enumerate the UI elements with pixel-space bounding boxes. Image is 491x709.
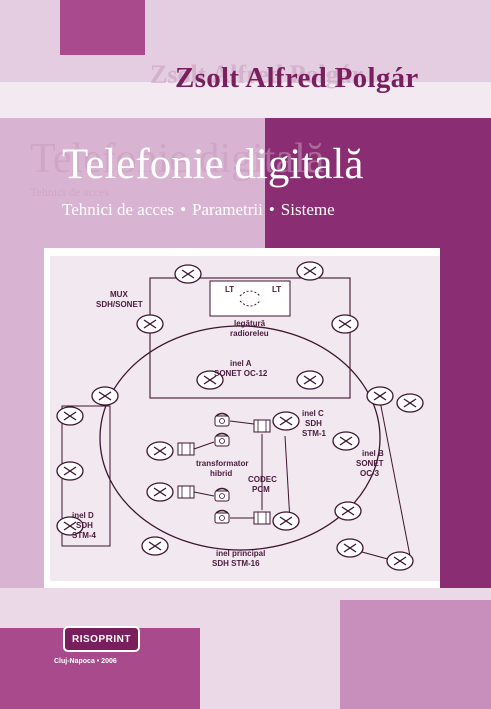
router-icon — [174, 264, 202, 284]
router-icon — [332, 431, 360, 451]
telephone-icon — [214, 487, 230, 502]
ring-c-label: inel C — [302, 409, 324, 418]
router-icon — [296, 261, 324, 281]
ring-a — [149, 277, 351, 399]
ring-c-label: SDH — [305, 419, 322, 428]
router-icon — [366, 386, 394, 406]
telephone-icon — [214, 412, 230, 427]
book-title: Telefonie digitală — [62, 141, 364, 188]
codec-label: CODEC — [248, 475, 277, 484]
subtitle-part: Sisteme — [280, 200, 335, 219]
book-author: Zsolt Alfred Polgár — [175, 62, 419, 94]
hybrid-label: transformator — [196, 459, 248, 468]
radio-link-label: legătură — [234, 319, 266, 328]
subtitle-part: Parametrii — [192, 200, 263, 219]
ring-b-label: SONET — [356, 459, 384, 468]
ring-d-label: SDH — [76, 521, 93, 530]
subtitle-separator: • — [268, 200, 275, 219]
hybrid-label: hibrid — [210, 469, 232, 478]
router-icon — [56, 461, 84, 481]
router-icon — [91, 386, 119, 406]
router-icon — [331, 314, 359, 334]
publisher-name: RISOPRINT — [72, 633, 131, 645]
subtitle-separator: • — [180, 200, 187, 219]
author-shadow: Zsolt Alfred Polgár — [150, 60, 364, 89]
background-block — [440, 248, 491, 588]
publisher-imprint: Cluj-Napoca • 2006 — [54, 658, 117, 665]
subtitle-part: Tehnici de acces — [62, 200, 175, 219]
main-ring-label: inel principal — [216, 549, 265, 558]
router-icon — [272, 511, 300, 531]
router-icon — [56, 406, 84, 426]
router-icon — [336, 538, 364, 558]
router-icon — [334, 501, 362, 521]
telephone-icon — [214, 509, 230, 524]
lt-label: LT — [225, 285, 234, 294]
background-block — [60, 0, 145, 55]
router-icon — [141, 536, 169, 556]
router-icon — [386, 551, 414, 571]
codec-label: PCM — [252, 485, 270, 494]
lt-label: LT — [272, 285, 281, 294]
router-icon — [146, 482, 174, 502]
background-block — [0, 248, 44, 588]
background-block — [0, 118, 265, 248]
radio-link-label: radioreleu — [230, 329, 269, 338]
ring-d-label: inel D — [72, 511, 94, 520]
background-block — [340, 600, 491, 709]
ring-a-label: inel A — [230, 359, 252, 368]
main-ring — [99, 325, 381, 551]
ring-a-label: SONET OC-12 — [214, 369, 268, 378]
ring-c-label: STM-1 — [302, 429, 327, 438]
router-icon — [146, 441, 174, 461]
publisher-logo: RISOPRINT — [63, 626, 140, 652]
network-diagram-svg: LT LT — [56, 261, 424, 571]
router-icon — [396, 393, 424, 413]
title-shadow: Telefonie digitală — [30, 136, 325, 182]
network-diagram: LT LT — [50, 256, 440, 581]
router-icon — [136, 314, 164, 334]
mux-label: MUX — [110, 290, 128, 299]
ring-b-label: inel B — [362, 449, 384, 458]
telephone-icon — [214, 432, 230, 447]
main-ring-label: SDH STM-16 — [212, 559, 260, 568]
subtitle-shadow: Tehnici de acces — [30, 185, 110, 199]
codec-icon — [253, 511, 271, 525]
ring-d-label: STM-4 — [72, 531, 97, 540]
sdh-sonet-label: SDH/SONET — [96, 300, 143, 309]
hybrid-transformer-icon — [177, 442, 195, 456]
ring-b-label: OC-3 — [360, 469, 380, 478]
hybrid-transformer-icon — [177, 485, 195, 499]
background-block — [265, 118, 491, 248]
router-icon — [296, 370, 324, 390]
book-subtitle: Tehnici de acces • Parametrii • Sisteme — [62, 200, 335, 220]
radio-link-box — [209, 280, 291, 317]
background-block — [0, 82, 491, 118]
router-icon — [272, 411, 300, 431]
codec-icon — [253, 419, 271, 433]
